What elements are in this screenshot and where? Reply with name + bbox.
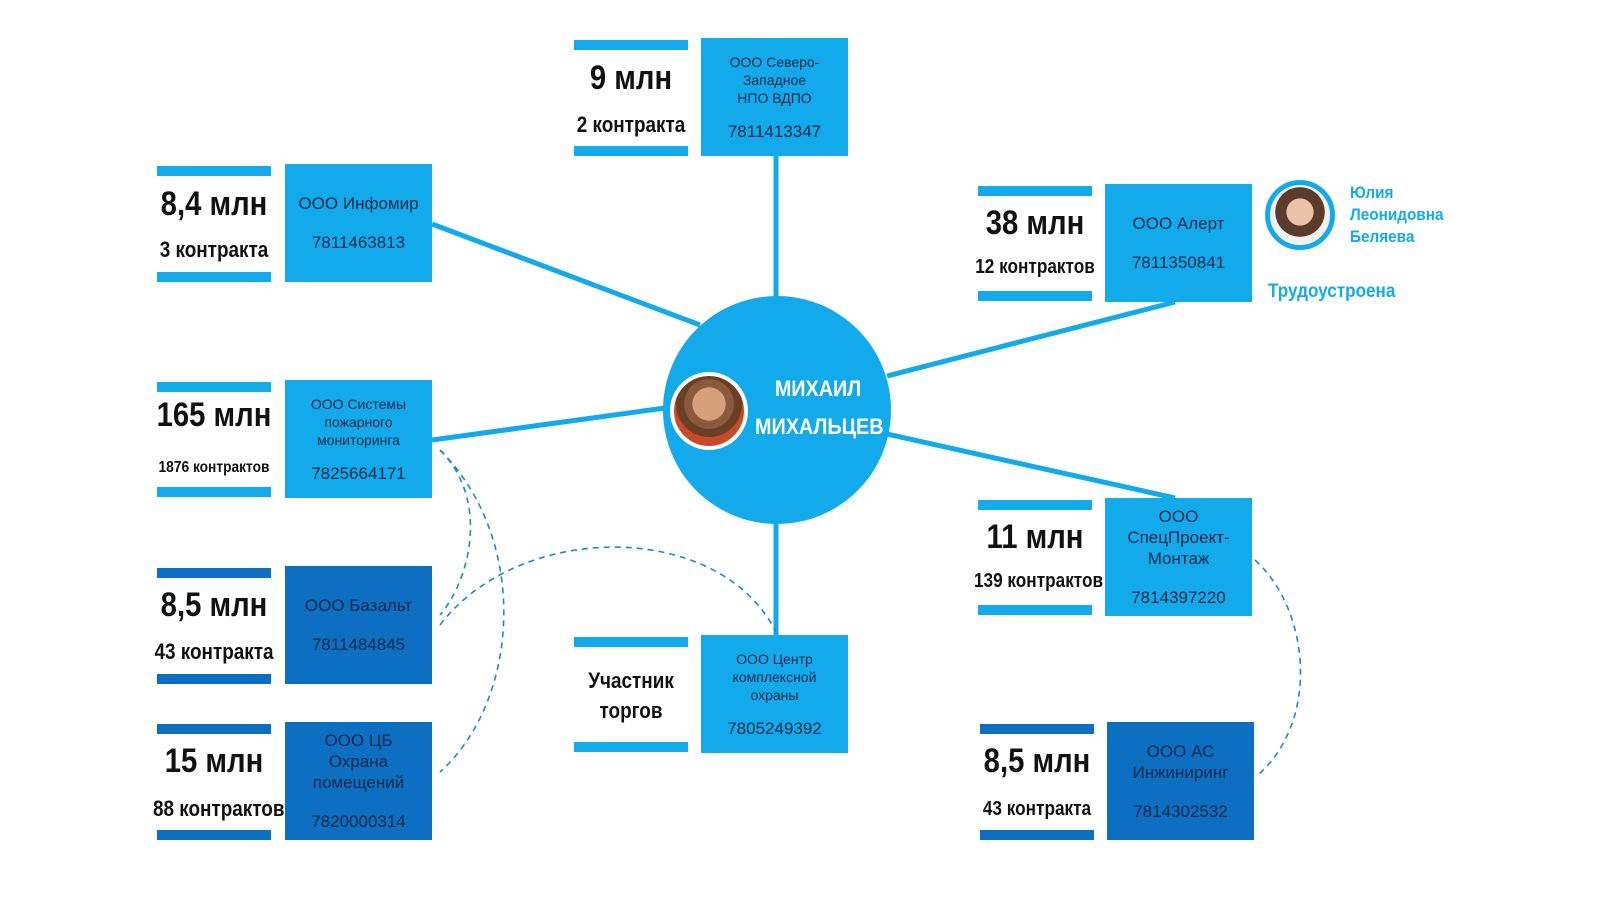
company-inn: 7820000314 [311, 812, 406, 831]
amount-bar-top [157, 724, 271, 734]
dashed-link-sistemy-cb [439, 449, 505, 773]
company-inn: 7811484845 [311, 635, 406, 654]
contracts-label: 43 контракта [154, 639, 274, 664]
amount-bar-top [157, 382, 271, 392]
company-name: ООО Северо- Западное НПО ВДПО [729, 53, 820, 106]
contracts-label: 12 контрактов [975, 256, 1095, 278]
dashed-link-specproekt-as [1254, 559, 1302, 776]
amount-bar-bottom [978, 605, 1092, 615]
amount-label: 11 млн [986, 518, 1084, 556]
contracts-label: 139 контрактов [973, 570, 1104, 592]
company-inn: 7825664171 [311, 463, 406, 483]
amount-label: 8,5 млн [983, 742, 1091, 780]
company-inn: 7811413347 [727, 121, 822, 141]
company-name: ООО СпецПроект- Монтаж [1127, 507, 1230, 568]
person-name-first: Юлия [1350, 183, 1394, 202]
amount-label: 38 млн [985, 204, 1085, 242]
link-infomir [431, 221, 701, 328]
person-name: Юлия Леонидовна Беляева [1350, 182, 1443, 248]
company-inn: 7811463813 [311, 233, 406, 252]
amount-bar-bottom [157, 272, 271, 282]
amount-label: 9 млн [589, 59, 673, 97]
company-box-sistemy[interactable]: ООО Системы пожарного мониторинга 782566… [285, 380, 432, 498]
amount-label: 8,4 млн [160, 185, 268, 223]
company-inn: 7811350841 [1131, 253, 1226, 272]
amount-label: 165 млн [156, 396, 272, 434]
amount-bar-top [574, 40, 688, 50]
amount-bar-top [574, 637, 688, 647]
amount-label: 8,5 млн [160, 586, 268, 624]
center-name: МИХАИЛ МИХАЛЬЦЕВ [755, 370, 884, 446]
contracts-label: 88 контрактов [152, 796, 285, 821]
person-photo-icon [670, 372, 748, 450]
company-name: ООО Базальт [304, 596, 413, 615]
contracts-label: 3 контракта [159, 237, 269, 262]
person-photo-icon [1265, 180, 1335, 250]
company-name: ООО Алерт [1132, 214, 1225, 233]
company-box-alert[interactable]: ООО Алерт 7811350841 [1105, 184, 1252, 302]
contracts-label: 1876 контрактов [158, 459, 270, 476]
amount-bar-bottom [157, 487, 271, 497]
amount-bar-top [157, 166, 271, 176]
amount-bar-bottom [980, 830, 1094, 840]
link-sistemy [431, 405, 666, 443]
company-box-specproekt[interactable]: ООО СпецПроект- Монтаж 7814397220 [1105, 498, 1252, 616]
link-alert [886, 299, 1176, 379]
company-name: ООО Инфомир [298, 194, 419, 213]
company-inn: 7814397220 [1131, 588, 1226, 607]
company-box-cb[interactable]: ООО ЦБ Охрана помещений 7820000314 [285, 722, 432, 840]
company-name: ООО АС Инжиниринг [1132, 741, 1229, 782]
company-inn: 7814302532 [1133, 801, 1228, 821]
amount-bar-bottom [574, 742, 688, 752]
participant-label: Участник торгов [588, 668, 674, 723]
company-name: ООО Системы пожарного мониторинга [310, 395, 407, 448]
person-status: Трудоустроена [1268, 281, 1396, 302]
company-box-centr[interactable]: ООО Центр комплексной охраны 7805249392 [701, 635, 848, 753]
company-box-severo[interactable]: ООО Северо- Западное НПО ВДПО 7811413347 [701, 38, 848, 156]
amount-bar-top [157, 568, 271, 578]
company-box-bazalt[interactable]: ООО Базальт 7811484845 [285, 566, 432, 684]
person-name-last: Беляева [1350, 227, 1415, 246]
amount-bar-top [980, 724, 1094, 734]
contracts-label: 43 контракта [982, 798, 1092, 820]
link-specproekt [886, 431, 1176, 501]
center-last-name: МИХАЛЬЦЕВ [755, 414, 884, 439]
amount-bar-bottom [574, 146, 688, 156]
contracts-label: 2 контракта [576, 112, 686, 137]
dashed-link-bazalt-centr [439, 546, 777, 633]
amount-bar-bottom [157, 830, 271, 840]
company-name: ООО Центр комплексной охраны [732, 650, 817, 703]
center-first-name: МИХАИЛ [774, 376, 862, 401]
amount-bar-bottom [157, 674, 271, 684]
amount-bar-top [978, 186, 1092, 196]
company-box-as[interactable]: ООО АС Инжиниринг 7814302532 [1107, 722, 1254, 840]
amount-bar-bottom [978, 291, 1092, 301]
dashed-link-sistemy-bazalt [439, 449, 472, 616]
amount-label: 15 млн [164, 742, 264, 780]
company-box-infomir[interactable]: ООО Инфомир 7811463813 [285, 164, 432, 282]
company-inn: 7805249392 [727, 718, 822, 738]
person-name-middle: Леонидовна [1350, 205, 1444, 224]
amount-bar-top [978, 500, 1092, 510]
company-name: ООО ЦБ Охрана помещений [312, 731, 405, 792]
